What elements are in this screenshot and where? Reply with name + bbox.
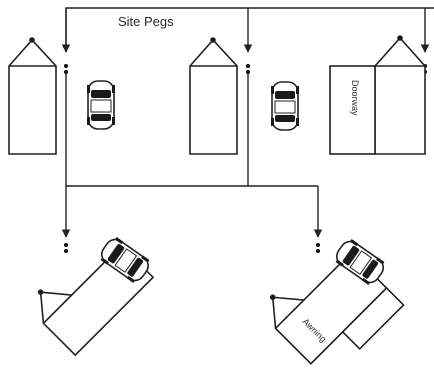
- site-peg: [64, 64, 68, 68]
- house-top-right: [329, 35, 426, 155]
- site-peg: [246, 70, 250, 74]
- doorway-extension: [329, 65, 376, 155]
- site-peg: [64, 70, 68, 74]
- site-peg: [316, 249, 320, 253]
- site-peg: [64, 249, 68, 253]
- house-top-middle: [189, 37, 238, 155]
- car-top-left: [86, 80, 116, 130]
- car-top-middle: [270, 81, 300, 131]
- house-bottom-left: [37, 244, 155, 357]
- house-top-left: [8, 37, 57, 155]
- site-peg: [64, 243, 68, 247]
- diagram-title: Site Pegs: [118, 14, 174, 29]
- connector-lines: [61, 7, 434, 238]
- site-peg: [316, 243, 320, 247]
- awning-extension: [341, 286, 405, 350]
- site-peg: [246, 64, 250, 68]
- house-bottom-right: [269, 251, 405, 365]
- doorway-label: Doorway: [350, 80, 360, 116]
